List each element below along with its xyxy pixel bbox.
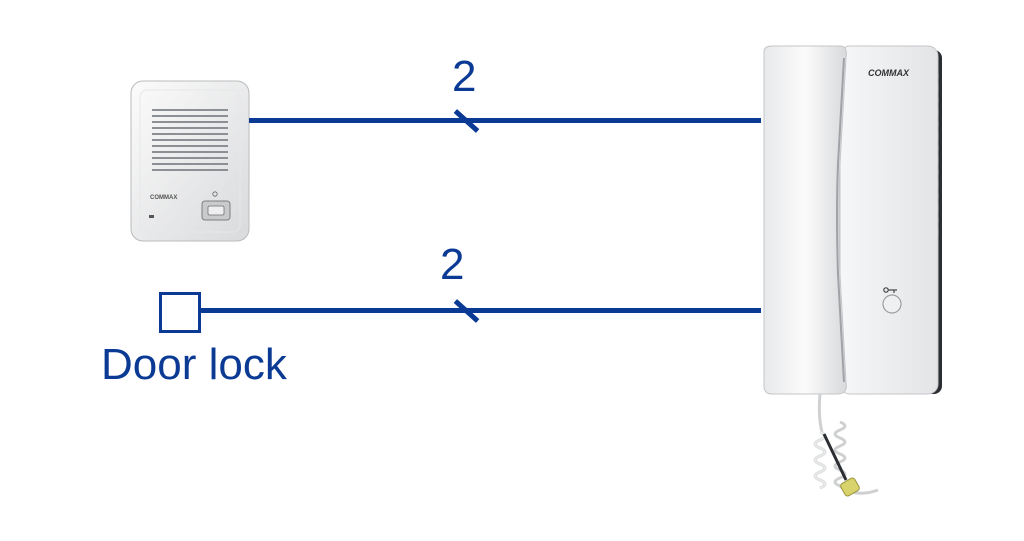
interphone-brand: COMMAX xyxy=(868,68,910,78)
key-icon xyxy=(883,287,897,293)
bottom-wire-count: 2 xyxy=(440,240,465,289)
door-station-icon: COMMAX xyxy=(130,80,250,242)
door-station-brand: COMMAX xyxy=(150,195,177,201)
bottom-wire xyxy=(198,308,761,313)
interphone-handset-icon: COMMAX xyxy=(763,45,942,497)
top-wire-count: 2 xyxy=(452,52,477,101)
door-unlock-button xyxy=(882,294,902,314)
top-wire xyxy=(249,118,761,123)
door-lock-box-icon xyxy=(159,292,201,333)
door-lock-label: Door lock xyxy=(101,340,287,389)
